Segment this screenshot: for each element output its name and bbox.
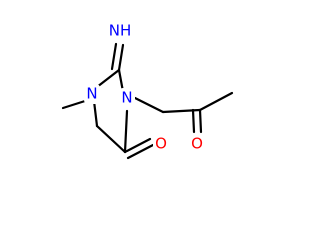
imine-nitrogen-mask [106,21,134,41]
bond-n1-sidechain [133,96,165,114]
molecule-structure: NH N N O O [61,21,234,160]
ring-nitrogen-methyl-label: N [86,85,97,103]
ketone-oxygen-group: O [189,134,205,154]
bond-ring-carbonyl-b [126,143,155,160]
bond-ring-carbonyl-a [123,137,152,154]
bond-ketone-double-b [191,108,196,134]
bond-imine-double-b [110,42,118,71]
atom-labels: NH N N O O [84,21,205,154]
bonds [61,42,234,160]
ketone-oxygen-label: O [191,135,203,153]
bond-c5-n1 [123,109,129,154]
ketone-oxygen-mask [189,134,205,154]
ring-nitrogen-methyl-group: N [84,84,100,104]
bond-sidechain-ketone-carbon [161,108,202,114]
bond-n3-methyl [61,99,87,110]
ring-nitrogen-substituted-mask [119,88,135,108]
ring-carbonyl-oxygen-mask [153,134,169,154]
imine-nitrogen-group: NH [106,21,134,41]
ring-nitrogen-methyl-mask [84,84,100,104]
bond-c2-n3 [95,68,121,89]
imine-nitrogen-label: NH [109,22,132,40]
ring-carbonyl-oxygen-label: O [155,135,167,153]
bond-c4-c5 [95,124,127,154]
bond-ketone-methyl [198,91,234,112]
bond-n3-c4 [92,99,99,128]
bond-ketone-double-a [198,108,203,134]
ring-nitrogen-substituted-label: N [121,89,132,107]
ring-nitrogen-substituted-group: N [119,88,135,108]
ring-carbonyl-oxygen-group: O [153,134,169,154]
bond-imine-double-a [117,43,125,72]
